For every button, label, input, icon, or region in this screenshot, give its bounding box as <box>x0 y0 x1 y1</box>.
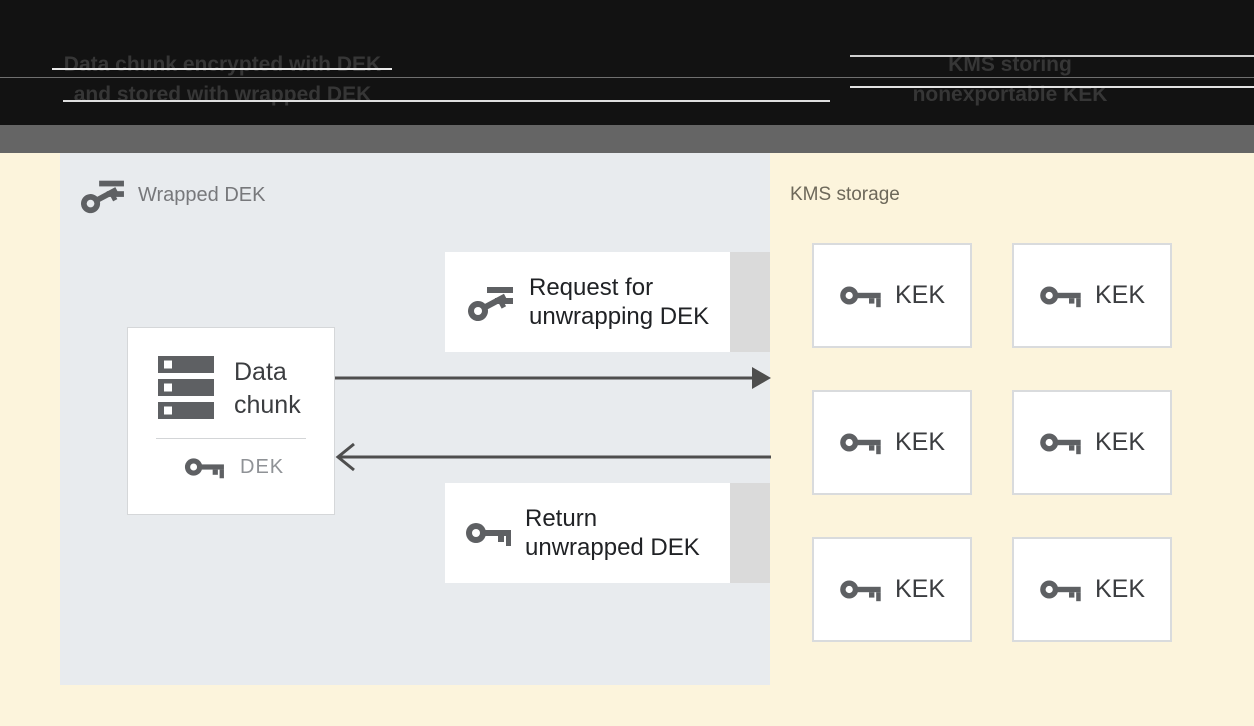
divider <box>156 438 306 439</box>
request-label: Request for unwrapping DEK <box>529 273 709 331</box>
kek-label: KEK <box>894 428 946 456</box>
return-label-line2: unwrapped DEK <box>525 534 700 561</box>
kms-storage-title: KMS storage <box>790 184 900 205</box>
kek-box: KEK <box>1012 243 1172 348</box>
kek-box: KEK <box>1012 537 1172 642</box>
right-caption: KMS storing nonexportable KEK <box>855 50 1165 110</box>
dek-row: DEK <box>184 454 284 480</box>
key-icon <box>466 523 511 546</box>
request-label-line2: unwrapping DEK <box>529 303 710 330</box>
kek-label: KEK <box>1094 281 1146 309</box>
left-caption-line1: Data chunk encrypted with DEK <box>63 53 382 76</box>
request-return-arrows <box>335 367 771 472</box>
data-chunk-label: Data chunk <box>234 358 301 419</box>
arrow-left <box>335 442 771 472</box>
kek-label: KEK <box>1094 428 1146 456</box>
kek-key-icon <box>840 433 881 455</box>
right-caption-line1: KMS storing <box>948 53 1072 76</box>
request-label-line1: Request for <box>529 274 654 301</box>
return-edge-strip <box>730 483 770 583</box>
request-box: Request for unwrapping DEK <box>445 252 730 352</box>
left-caption-line2: and stored with wrapped DEK <box>73 83 372 106</box>
arrow-right <box>335 367 771 389</box>
right-caption-line2: nonexportable KEK <box>912 83 1108 106</box>
wrapped-key-icon <box>468 287 513 321</box>
dek-label: DEK <box>240 455 285 478</box>
kek-label: KEK <box>1094 575 1146 603</box>
kek-box: KEK <box>812 390 972 495</box>
kek-key-icon <box>1040 433 1081 455</box>
return-box: Return unwrapped DEK <box>445 483 730 583</box>
left-caption: Data chunk encrypted with DEK and stored… <box>40 50 405 110</box>
data-chunk-row: Data chunk <box>158 356 326 422</box>
dek-key-icon <box>184 458 224 479</box>
kek-key-icon <box>840 580 881 602</box>
kek-grid: KEK KEK KEK KEK <box>812 243 1172 642</box>
panel-title: Wrapped DEK <box>78 174 265 216</box>
server-icon <box>158 356 214 419</box>
gray-divider-bar <box>0 125 1254 153</box>
wrapped-key-icon <box>81 180 124 214</box>
kek-box: KEK <box>812 243 972 348</box>
kek-label: KEK <box>894 575 946 603</box>
kek-box: KEK <box>1012 390 1172 495</box>
return-label-line1: Return <box>525 505 598 532</box>
data-chunk-box: Data chunk DEK <box>127 327 335 515</box>
return-label: Return unwrapped DEK <box>525 504 700 562</box>
kek-key-icon <box>1040 286 1081 308</box>
request-edge-strip <box>730 252 770 352</box>
panel-title-label: Wrapped DEK <box>138 183 266 206</box>
kek-key-icon <box>840 286 881 308</box>
kek-box: KEK <box>812 537 972 642</box>
header-bar: Data chunk encrypted with DEK and stored… <box>0 0 1254 125</box>
kek-label: KEK <box>894 281 946 309</box>
kek-key-icon <box>1040 580 1081 602</box>
